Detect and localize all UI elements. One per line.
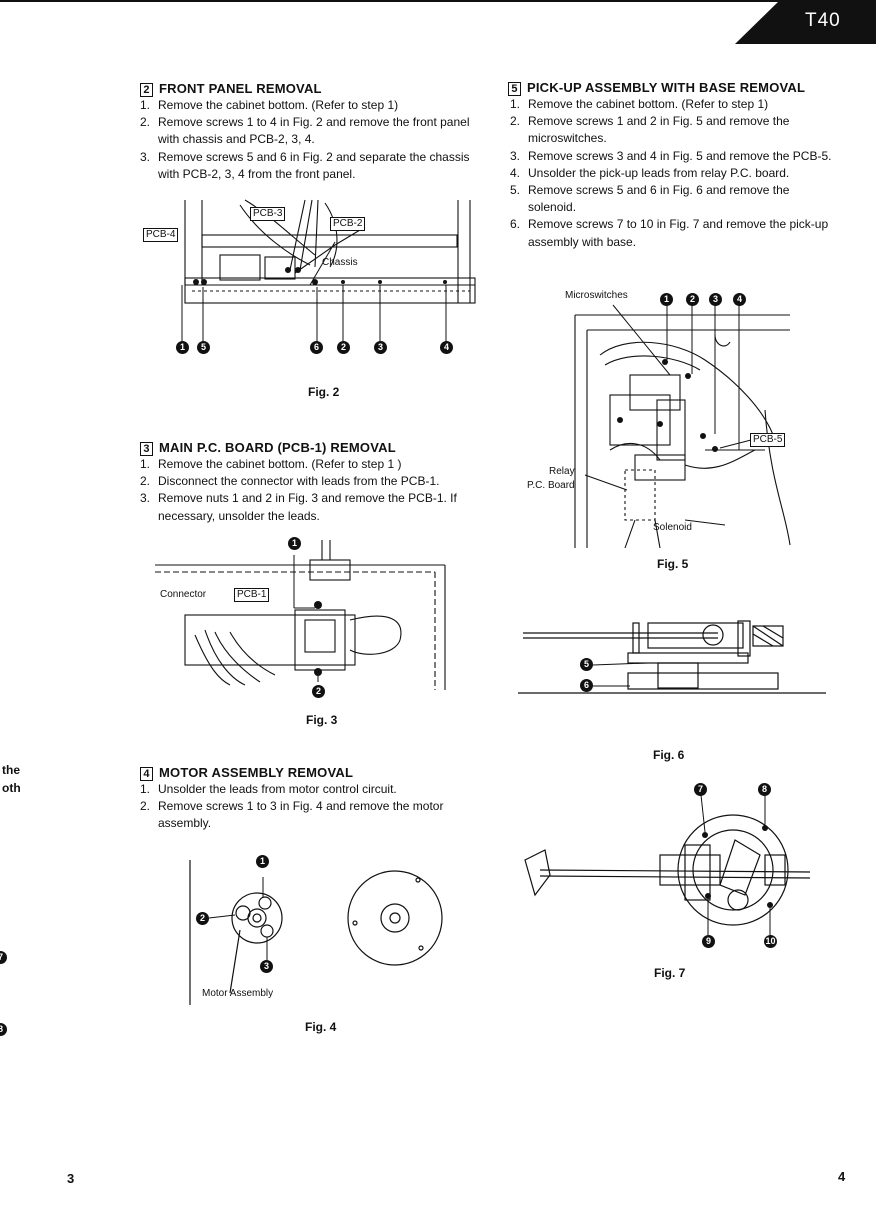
fig5-label-pcboard: P.C. Board [527, 480, 575, 491]
fig3-drawing [155, 540, 446, 690]
section-number: 3 [140, 442, 153, 456]
model-label: T40 [805, 10, 841, 31]
fig7-caption: Fig. 7 [654, 966, 686, 980]
step-item: 5.Remove screws 5 and 6 in Fig. 6 and re… [510, 183, 790, 215]
fig2-caption: Fig. 2 [308, 385, 340, 399]
fig6-marker: 5 [580, 658, 593, 671]
fig2-marker: 5 [197, 341, 210, 354]
fig2-marker: 4 [440, 341, 453, 354]
margin-marker: 8 [0, 1023, 7, 1036]
step-item: 1.Remove the cabinet bottom. (Refer to s… [510, 97, 769, 111]
fig6-drawing [518, 620, 826, 694]
fig5-marker: 1 [660, 293, 673, 306]
fig7-marker: 10 [764, 935, 777, 948]
main-pcb-steps: 1.Remove the cabinet bottom. (Refer to s… [140, 456, 472, 525]
step-item: 2.Disconnect the connector with leads fr… [140, 474, 440, 489]
fig6-marker: 6 [580, 679, 593, 692]
fig2-label-pcb4: PCB-4 [143, 228, 179, 242]
fig4-marker: 2 [196, 912, 209, 925]
step-item: 3.Remove nuts 1 and 2 in Fig. 3 and remo… [140, 491, 457, 523]
fig5-label-solenoid: Solenoid [653, 522, 692, 533]
fig4-marker: 3 [260, 960, 273, 973]
step-item: 6.Remove screws 7 to 10 in Fig. 7 and re… [510, 217, 829, 249]
fig2-marker: 1 [176, 341, 189, 354]
fig3-label-connector: Connector [160, 589, 207, 600]
fig4-drawing [189, 860, 443, 1005]
fig4-marker: 1 [256, 855, 269, 868]
fig5-drawing [574, 304, 791, 549]
fig2-drawing [181, 199, 476, 343]
step-item: 1.Unsolder the leads from motor control … [140, 782, 397, 796]
margin-marker: 7 [0, 951, 7, 964]
margin-fragment: oth [2, 781, 21, 795]
fig7-marker: 8 [758, 783, 771, 796]
fig2-marker: 2 [337, 341, 350, 354]
step-item: 1.Remove the cabinet bottom. (Refer to s… [140, 98, 399, 112]
step-item: 3.Remove screws 5 and 6 in Fig. 2 and se… [140, 149, 470, 181]
fig3-label-pcb1: PCB-1 [234, 588, 270, 602]
step-item: 1.Remove the cabinet bottom. (Refer to s… [140, 457, 402, 471]
fig5-marker: 2 [686, 293, 699, 306]
motor-steps: 1.Unsolder the leads from motor control … [140, 781, 472, 833]
fig5-marker: 4 [733, 293, 746, 306]
page-number-left: 3 [67, 1171, 75, 1186]
step-item: 2.Remove screws 1 to 4 in Fig. 2 and rem… [140, 115, 470, 147]
fig7-marker: 7 [694, 783, 707, 796]
fig2-label-pcb2: PCB-2 [330, 217, 366, 231]
fig5-caption: Fig. 5 [657, 557, 689, 571]
fig3-caption: Fig. 3 [306, 713, 338, 727]
fig3-marker: 2 [312, 685, 325, 698]
section-number: 4 [140, 767, 153, 781]
fig2-label-pcb3: PCB-3 [250, 207, 286, 221]
section-number: 2 [140, 83, 153, 97]
fig6-caption: Fig. 6 [653, 748, 685, 762]
pickup-steps: 1.Remove the cabinet bottom. (Refer to s… [510, 96, 840, 251]
fig5-label-relay: Relay [549, 466, 575, 477]
fig5-marker: 3 [709, 293, 722, 306]
fig2-marker: 6 [310, 341, 323, 354]
step-item: 2.Remove screws 1 and 2 in Fig. 5 and re… [510, 114, 790, 146]
fig3-marker: 1 [288, 537, 301, 550]
header-tab [735, 0, 876, 44]
step-item: 2.Remove screws 1 to 3 in Fig. 4 and rem… [140, 799, 444, 831]
margin-fragment: the [2, 763, 20, 777]
fig2-marker: 3 [374, 341, 387, 354]
fig2-label-chassis: Chassis [322, 257, 358, 268]
page-number-right: 4 [838, 1169, 846, 1184]
step-item: 4.Unsolder the pick-up leads from relay … [510, 165, 790, 180]
top-rule [0, 0, 876, 2]
front-panel-steps: 1.Remove the cabinet bottom. (Refer to s… [140, 97, 472, 183]
fig7-marker: 9 [702, 935, 715, 948]
fig7-drawing [524, 794, 811, 935]
fig4-caption: Fig. 4 [305, 1020, 337, 1034]
fig5-label-microswitches: Microswitches [565, 290, 628, 301]
step-item: 3.Remove screws 3 and 4 in Fig. 5 and re… [510, 148, 832, 163]
fig5-label-pcb5: PCB-5 [750, 433, 786, 447]
fig4-label-motor: Motor Assembly [202, 988, 274, 999]
section-number: 5 [508, 82, 521, 96]
